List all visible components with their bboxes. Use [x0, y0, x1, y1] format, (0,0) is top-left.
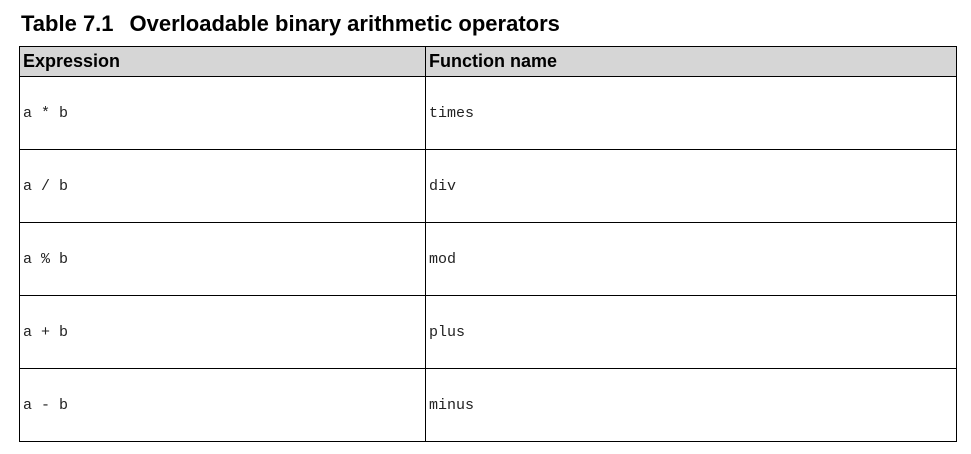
expression-cell: a - b [19, 368, 426, 442]
function-name-cell: mod [425, 222, 957, 296]
function-name-cell: minus [425, 368, 957, 442]
expression-cell: a * b [19, 76, 426, 150]
table-number: Table 7.1 [21, 11, 114, 36]
table-row: a * b times [19, 76, 957, 150]
operators-table: Expression Function name a * b times a /… [19, 46, 957, 442]
table-row: a + b plus [19, 295, 957, 369]
expression-cell: a / b [19, 149, 426, 223]
table-row: a - b minus [19, 368, 957, 442]
function-name-cell: div [425, 149, 957, 223]
function-name-cell: times [425, 76, 957, 150]
table-caption: Table 7.1 Overloadable binary arithmetic … [21, 10, 560, 38]
table-row: a / b div [19, 149, 957, 223]
table-row: a % b mod [19, 222, 957, 296]
table-title: Overloadable binary arithmetic operators [129, 11, 560, 36]
function-name-cell: plus [425, 295, 957, 369]
column-header-function-name: Function name [425, 46, 957, 77]
expression-cell: a % b [19, 222, 426, 296]
expression-cell: a + b [19, 295, 426, 369]
column-header-expression: Expression [19, 46, 426, 77]
table-header-row: Expression Function name [19, 46, 957, 77]
